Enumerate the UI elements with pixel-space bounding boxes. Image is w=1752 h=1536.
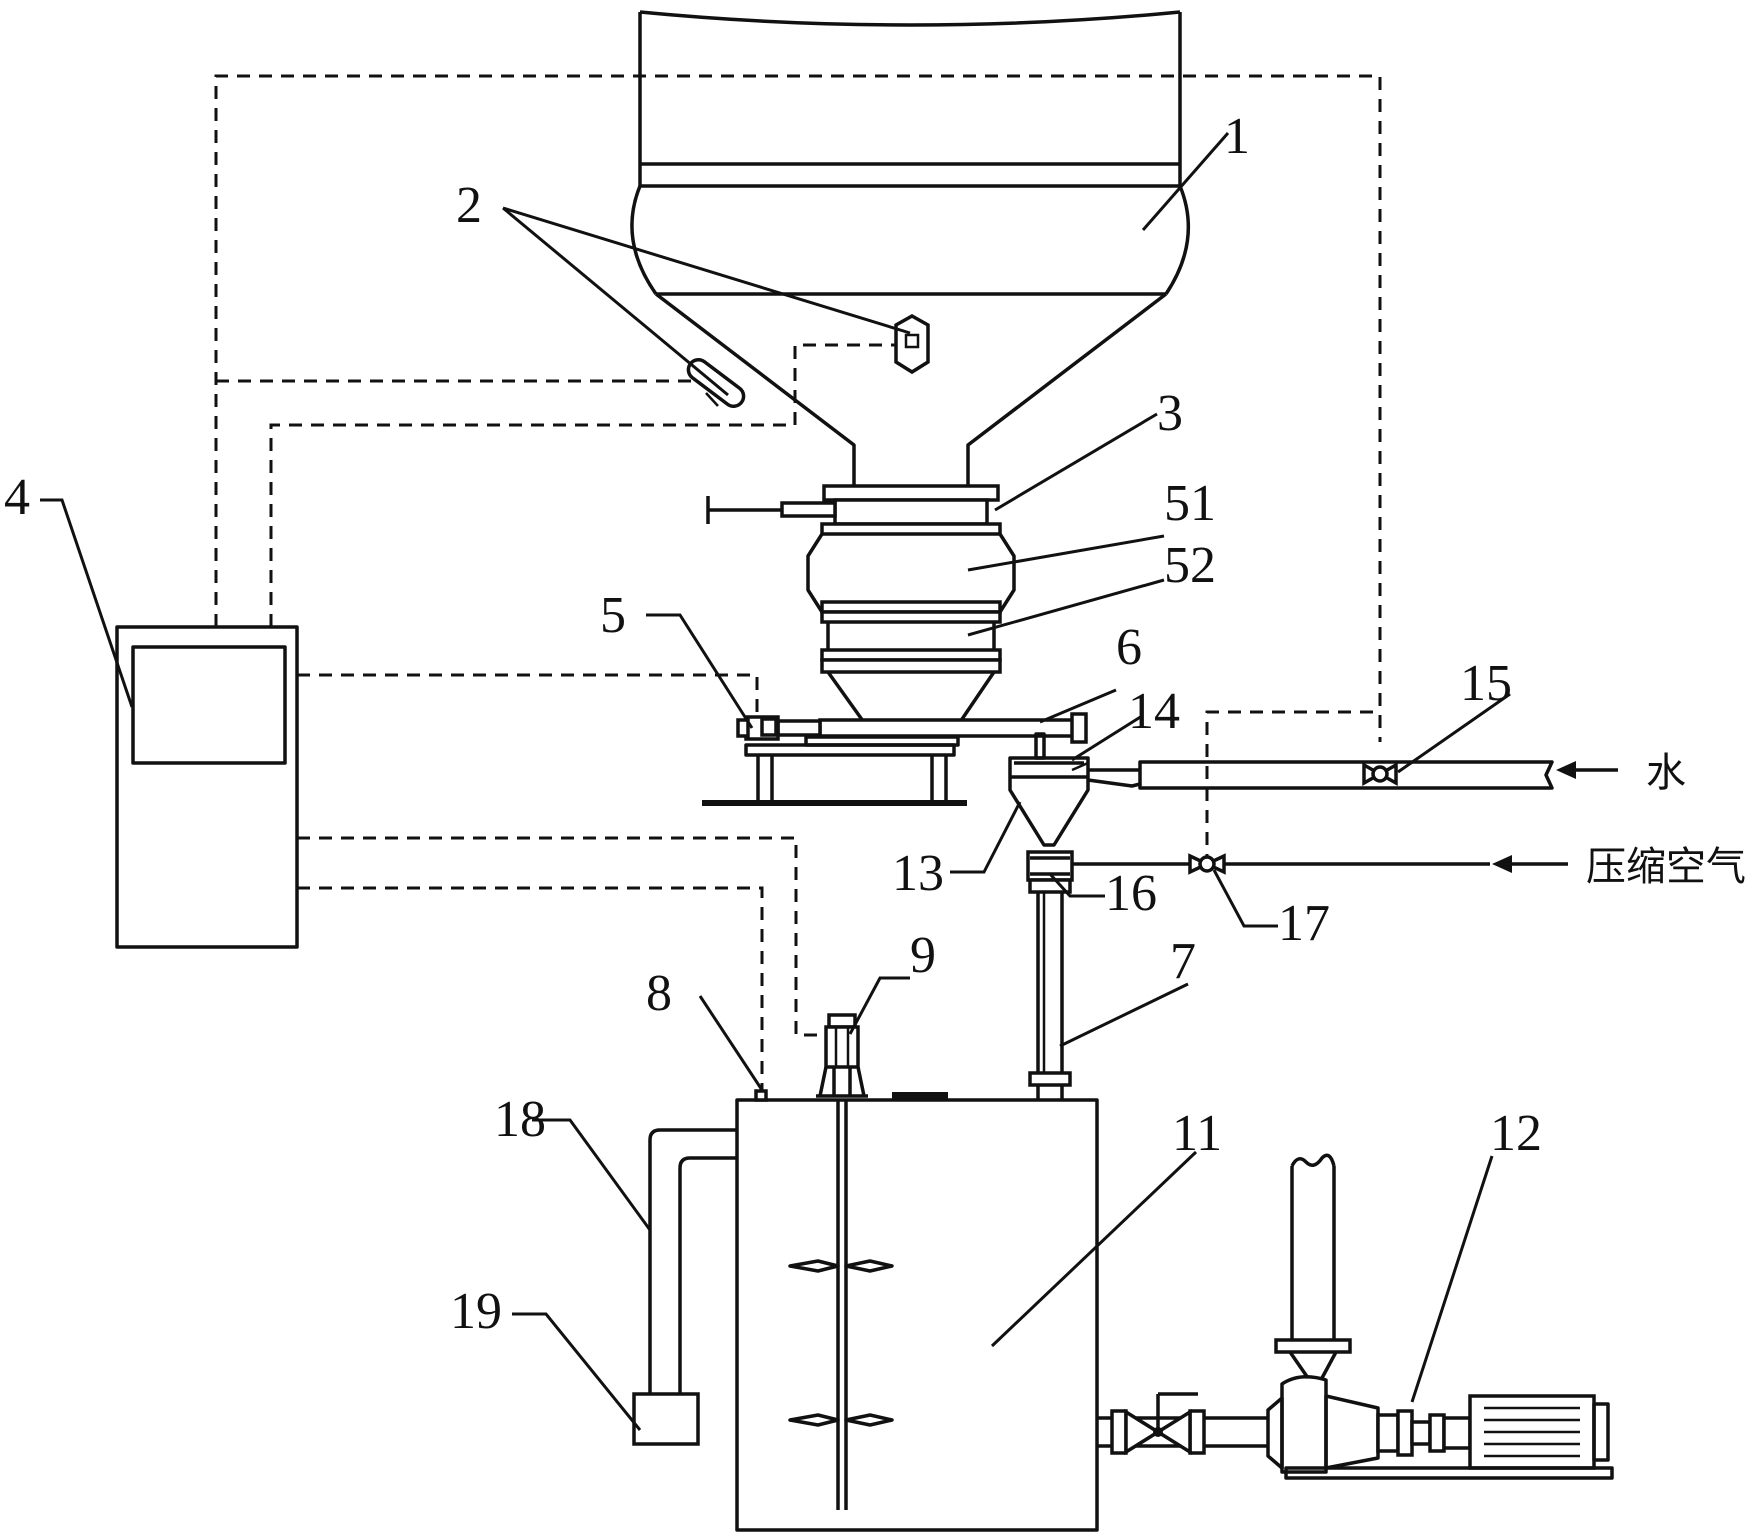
tank-level-gauge	[754, 1089, 768, 1102]
level-sensor-side	[686, 358, 746, 408]
label-feeder-lower: 52	[1164, 537, 1216, 594]
label-air-valve: 17	[1278, 895, 1330, 952]
silo	[630, 10, 1191, 489]
label-agitator: 9	[910, 927, 936, 984]
support-frame	[702, 743, 967, 806]
pump-motor	[1468, 1394, 1610, 1470]
water-valve	[1362, 762, 1398, 786]
feeder-upper-section	[806, 522, 1016, 624]
feeder-lower-section	[820, 622, 1002, 730]
label-wetting-inlet: 14	[1128, 683, 1180, 740]
label-wetting-hopper: 13	[892, 845, 944, 902]
label-silo: 1	[1224, 108, 1250, 165]
label-pump: 12	[1490, 1105, 1542, 1162]
pump-base	[1284, 1466, 1614, 1480]
slide-gate-valve	[706, 484, 1000, 526]
label-water-valve: 15	[1460, 655, 1512, 712]
label-level-gauge: 8	[646, 965, 672, 1022]
control-cabinet	[115, 625, 299, 949]
mixing-tank	[735, 1092, 1099, 1532]
label-feeder-upper: 51	[1164, 475, 1216, 532]
control-signal-lines	[214, 74, 1382, 1097]
leader-lines	[40, 132, 1511, 1431]
label-gate-valve: 3	[1157, 385, 1183, 442]
water-inlet-arrow	[1556, 761, 1618, 779]
label-control-cabinet: 4	[4, 469, 30, 526]
agitator-motor	[816, 1013, 868, 1098]
label-dust-collector: 19	[450, 1283, 502, 1340]
label-mixer: 16	[1105, 865, 1157, 922]
water-pipe	[1087, 760, 1554, 790]
label-vent-pipe: 18	[494, 1091, 546, 1148]
label-drop-pipe: 7	[1170, 933, 1196, 990]
label-mixing-tank: 11	[1172, 1105, 1222, 1162]
label-screw-feeder: 5	[600, 587, 626, 644]
compressed-air-arrow	[1492, 855, 1568, 873]
label-level-sensors: 2	[456, 177, 482, 234]
outlet-valve	[1124, 1392, 1198, 1456]
agitator-blades	[788, 1259, 894, 1427]
compressed-air-valve	[1188, 853, 1226, 875]
level-sensor-bottom	[894, 313, 930, 375]
label-conveyor: 6	[1116, 619, 1142, 676]
label-compressed-air: 压缩空气	[1586, 844, 1746, 890]
dust-collector	[632, 1392, 700, 1446]
wetting-hopper	[1008, 732, 1090, 847]
vent-pipe	[648, 1128, 737, 1395]
drop-pipe	[1028, 878, 1072, 1100]
label-water: 水	[1646, 750, 1686, 796]
screw-conveyor	[736, 712, 1088, 747]
delivery-pump	[1266, 1153, 1472, 1474]
